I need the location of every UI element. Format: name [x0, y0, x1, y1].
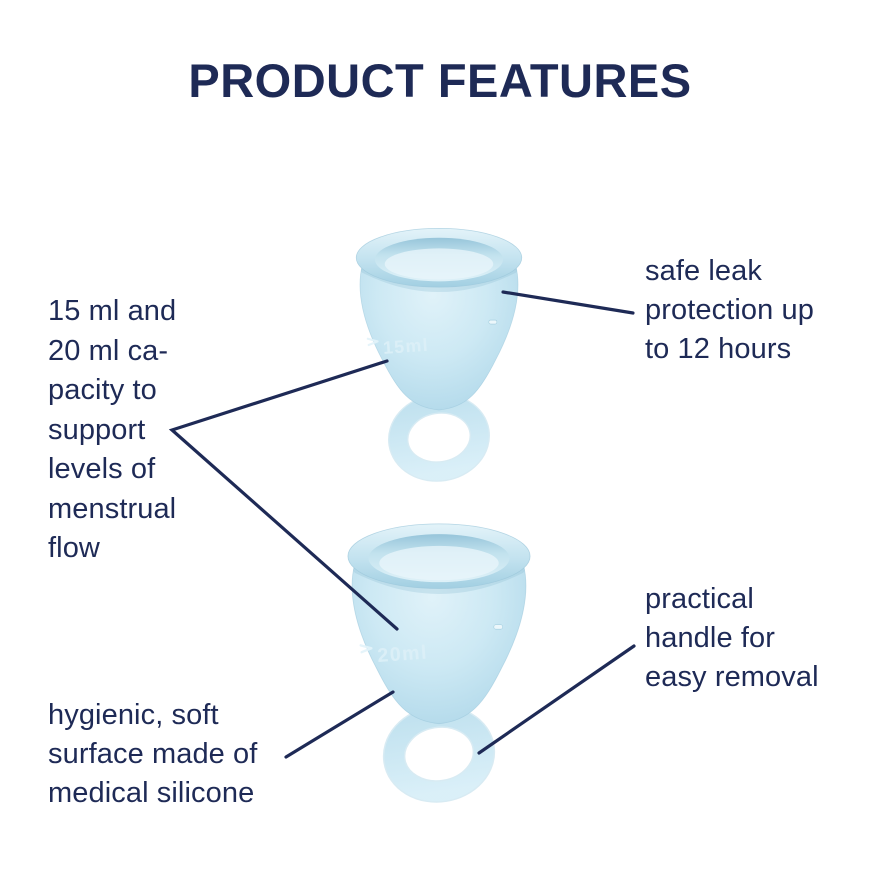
volume-marking-15ml: 15ml — [382, 335, 429, 358]
annotation-line: 20 ml ca- — [48, 334, 169, 367]
annotation-line: surface made of — [48, 738, 258, 770]
page-title: PRODUCT FEATURES — [188, 54, 692, 107]
annotation-line: protection up — [645, 294, 814, 326]
annotation-line: support — [48, 413, 146, 446]
annotation-line: levels of — [48, 453, 156, 485]
annotation-line: medical silicone — [48, 777, 255, 809]
annotation-capacity: 15 ml and 20 ml ca- pacity to support le… — [48, 292, 176, 569]
annotation-practical-handle: practical handle for easy removal — [645, 580, 819, 697]
menstrual-cup-small: 15ml — [350, 223, 528, 483]
annotation-line: 15 ml and — [48, 295, 177, 327]
annotation-leak-protection: safe leak protection up to 12 hours — [645, 252, 814, 369]
annotation-line: easy removal — [645, 661, 819, 693]
annotation-line: to 12 hours — [645, 333, 792, 365]
annotation-line: menstrual — [48, 492, 177, 525]
annotation-hygienic-surface: hygienic, soft surface made of medical s… — [48, 696, 257, 813]
annotation-line: hygienic, soft — [48, 699, 219, 731]
volume-marking-20ml: 20ml — [377, 641, 429, 666]
annotation-line: safe leak — [645, 255, 762, 287]
annotation-line: flow — [48, 532, 100, 564]
menstrual-cup-large: 20ml — [341, 519, 537, 803]
annotation-line: pacity to — [48, 374, 157, 406]
annotation-line: practical — [645, 583, 754, 615]
annotation-line: handle for — [645, 622, 775, 654]
